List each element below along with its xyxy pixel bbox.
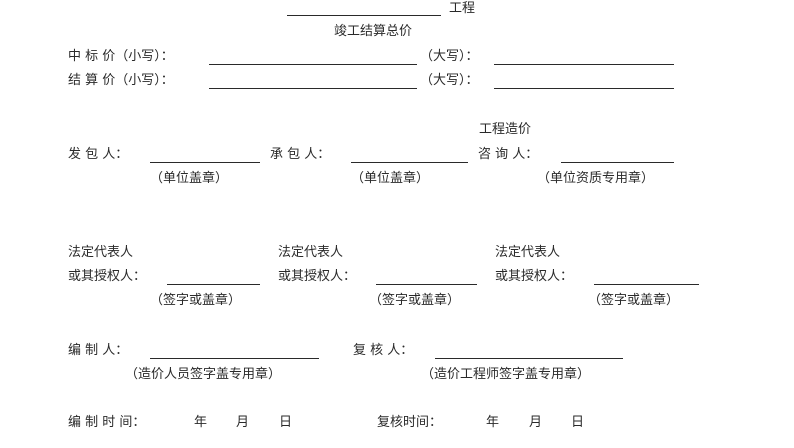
compiler-label: 编 制 人： — [68, 343, 129, 358]
compile-day: 日 — [279, 415, 293, 430]
compiler-field[interactable] — [150, 358, 319, 359]
bid-price-big-field[interactable] — [494, 64, 674, 65]
settle-price-small-field[interactable] — [209, 88, 417, 89]
settle-price-big-field[interactable] — [494, 88, 674, 89]
compile-year: 年 — [194, 415, 208, 430]
compile-time-label: 编 制 时 间： — [68, 415, 146, 430]
consultant-label: 咨 询 人： — [478, 147, 539, 162]
contractor-label: 承 包 人： — [270, 147, 331, 162]
bid-price-small-field[interactable] — [209, 64, 417, 65]
review-month: 月 — [529, 415, 543, 430]
review-year: 年 — [486, 415, 500, 430]
settle-price-small-label: 结 算 价（小写）： — [68, 73, 174, 88]
contractor-rep-sign: （签字或盖章） — [369, 293, 461, 308]
bid-price-big-label: （大写）： — [420, 49, 479, 64]
review-time-label: 复核时间： — [377, 415, 443, 430]
employer-field[interactable] — [150, 162, 260, 163]
contractor-field[interactable] — [351, 162, 468, 163]
reviewer-field[interactable] — [435, 358, 623, 359]
consultant-rep-sign: （签字或盖章） — [588, 293, 680, 308]
cost-consult-label: 工程造价 — [479, 122, 532, 137]
settle-price-big-label: （大写）： — [420, 73, 479, 88]
contractor-rep-line1: 法定代表人 — [278, 245, 344, 260]
reviewer-label: 复 核 人： — [353, 343, 414, 358]
compile-month: 月 — [236, 415, 250, 430]
employer-rep-line2: 或其授权人： — [68, 269, 147, 284]
consultant-seal-note: （单位资质专用章） — [537, 171, 655, 186]
contractor-rep-line2: 或其授权人： — [278, 269, 357, 284]
consultant-rep-line2: 或其授权人： — [495, 269, 574, 284]
compiler-seal-note: （造价人员签字盖专用章） — [125, 367, 282, 382]
bid-price-small-label: 中 标 价（小写）： — [68, 49, 174, 64]
document-subtitle: 竣工结算总价 — [334, 24, 413, 39]
contractor-seal-note: （单位盖章） — [351, 171, 430, 186]
reviewer-seal-note: （造价工程师签字盖专用章） — [421, 367, 591, 382]
contractor-rep-field[interactable] — [376, 284, 477, 285]
project-name-underline[interactable] — [287, 15, 441, 16]
employer-rep-sign: （签字或盖章） — [150, 293, 242, 308]
employer-label: 发 包 人： — [68, 147, 129, 162]
project-suffix: 工程 — [449, 1, 476, 16]
consultant-rep-line1: 法定代表人 — [495, 245, 561, 260]
review-day: 日 — [571, 415, 585, 430]
employer-seal-note: （单位盖章） — [150, 171, 229, 186]
employer-rep-line1: 法定代表人 — [68, 245, 134, 260]
consultant-rep-field[interactable] — [594, 284, 699, 285]
employer-rep-field[interactable] — [167, 284, 260, 285]
consultant-field[interactable] — [561, 162, 674, 163]
